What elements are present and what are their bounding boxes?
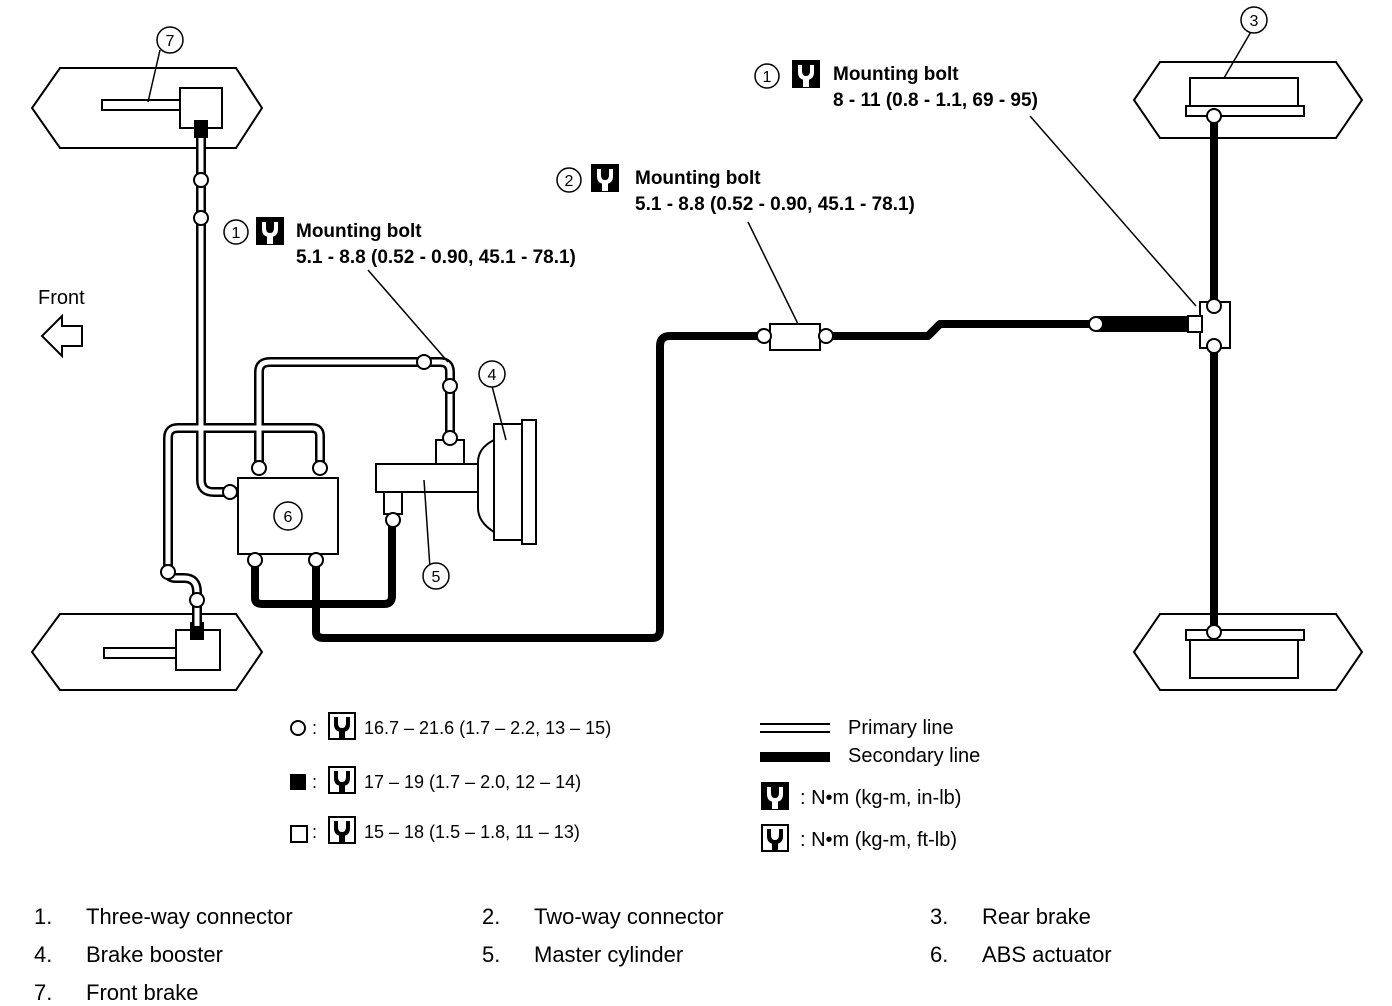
torque-note-rear: 1 Mounting bolt 8 - 11 (0.8 - 1.1, 69 - …	[754, 60, 1038, 111]
callout-3	[1240, 6, 1268, 34]
open-square-icon	[290, 825, 308, 843]
front-brake-top	[30, 67, 264, 149]
svg-text:1: 1	[232, 225, 241, 242]
wrench-ftlb-icon	[328, 816, 356, 844]
svg-text:1: 1	[763, 69, 772, 86]
front-label: Front	[38, 287, 85, 309]
wrench-ftlb-icon	[328, 766, 356, 794]
torque-note-middle-title: Mounting bolt	[635, 168, 761, 189]
rear-brake-top	[1132, 61, 1364, 139]
leader-lines	[147, 29, 1253, 569]
master-cylinder	[375, 439, 481, 515]
callouts: 7 3 4 5 6	[156, 6, 1268, 590]
wrench-inlb-icon	[256, 217, 284, 245]
legend-circle-value: 16.7 – 21.6 (1.7 – 2.2, 13 – 15)	[364, 718, 611, 738]
svg-text:2: 2	[565, 173, 574, 190]
wrench-ftlb-icon	[761, 824, 789, 852]
torque-note-front-title: Mounting bolt	[296, 221, 422, 242]
svg-text::: :	[312, 718, 317, 738]
svg-text::: :	[312, 822, 317, 842]
callout-6-text: 6	[284, 509, 293, 526]
callout-4-text: 4	[488, 367, 497, 384]
legend-secondary-line: Secondary line	[848, 745, 980, 767]
filled-square-icon	[290, 774, 306, 790]
front-brake-bottom	[30, 613, 264, 691]
svg-text::: :	[312, 772, 317, 792]
callout-6	[273, 501, 303, 531]
legend-filled-square-value: 17 – 19 (1.7 – 2.0, 12 – 14)	[364, 772, 581, 792]
callout-7	[156, 26, 184, 54]
torque-note-middle: 2 Mounting bolt 5.1 - 8.8 (0.52 - 0.90, …	[556, 164, 915, 215]
legend-open-square-value: 15 – 18 (1.5 – 1.8, 11 – 13)	[364, 822, 580, 842]
brake-booster	[477, 419, 537, 545]
wrench-inlb-icon	[792, 60, 820, 88]
wrench-inlb-icon	[761, 782, 789, 810]
torque-note-rear-value: 8 - 11 (0.8 - 1.1, 69 - 95)	[833, 90, 1038, 111]
legend-unit-ftlb: : N•m (kg-m, ft-lb)	[800, 829, 957, 851]
torque-note-middle-value: 5.1 - 8.8 (0.52 - 0.90, 45.1 - 78.1)	[635, 194, 915, 215]
legend-unit-inlb: : N•m (kg-m, in-lb)	[800, 787, 961, 809]
callout-7-text: 7	[166, 33, 175, 50]
two-way-connector	[769, 323, 821, 351]
secondary-lines	[251, 116, 1218, 642]
hose-secondary	[1096, 316, 1188, 332]
parts-list: 1. Three-way connector 2. Two-way connec…	[34, 904, 1112, 1005]
torque-note-front: 1 Mounting bolt 5.1 - 8.8 (0.52 - 0.90, …	[223, 217, 576, 268]
front-arrow-icon	[40, 313, 83, 359]
callout-5-text: 5	[432, 569, 441, 586]
abs-actuator	[237, 477, 339, 555]
wrench-ftlb-icon	[328, 712, 356, 740]
torque-note-front-value: 5.1 - 8.8 (0.52 - 0.90, 45.1 - 78.1)	[296, 247, 576, 268]
line-legend: Primary line Secondary line : N•m (kg-m,…	[760, 717, 980, 852]
fitting-markers	[160, 108, 1222, 640]
callout-5	[422, 562, 450, 590]
callout-3-text: 3	[1250, 13, 1259, 30]
torque-note-rear-title: Mounting bolt	[833, 64, 959, 85]
open-circle-icon	[290, 720, 306, 736]
legend-primary-line: Primary line	[848, 717, 954, 739]
wrench-inlb-icon	[591, 164, 619, 192]
callout-4	[478, 360, 506, 388]
rear-brake-bottom	[1132, 613, 1364, 691]
fitting-legend: : 16.7 – 21.6 (1.7 – 2.2, 13 – 15) : 17 …	[290, 712, 611, 844]
